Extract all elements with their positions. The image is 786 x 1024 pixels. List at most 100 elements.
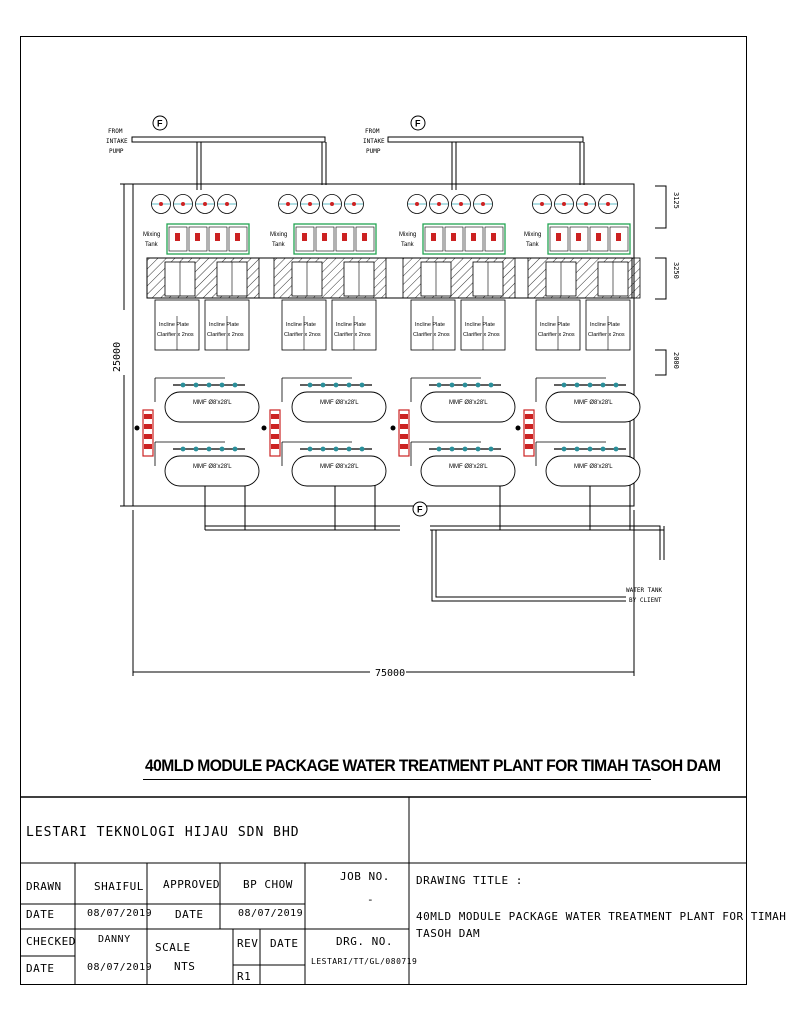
module-3-mmf-inlet-1 — [410, 377, 481, 402]
rev-value: R1 — [237, 970, 252, 983]
intake-label-right-3: PUMP — [366, 148, 381, 155]
flow-meter-symbol-1: F — [157, 119, 163, 129]
module-3-mixing-cell-3 — [464, 226, 484, 252]
dim-row-3-label: 2000 — [672, 352, 680, 369]
module-1-flocculator-motor-1 — [159, 202, 163, 206]
module-2-clarifier-label-2-2: Clarifier x 2nos — [334, 332, 371, 338]
module-1-mmf-vessel-1 — [164, 391, 260, 423]
module-1-mixing-tank-label-1: Mixing — [143, 232, 160, 238]
module-3-mmf-valve-2-5 — [488, 446, 494, 452]
module-2-mmf-valve-1-4 — [346, 382, 352, 388]
module-1-clarifier-label-2-1: Clarifier x 2nos — [157, 332, 194, 338]
module-2-mmf-vessel-2 — [291, 455, 387, 487]
module-4-flocculator-motor-4 — [606, 202, 610, 206]
module-2-mmf-valve-2-3 — [333, 446, 339, 452]
module-1-mmf-valve-2-3 — [206, 446, 212, 452]
dim-row-2-label: 3250 — [672, 262, 680, 279]
module-4-mixing-cell-4 — [609, 226, 629, 252]
flow-meter-3 — [412, 501, 428, 517]
module-2-mixing-cell-4 — [355, 226, 375, 252]
module-3-mmf-valve-1-2 — [449, 382, 455, 388]
module-4-mixing-tank-label-1: Mixing — [524, 232, 541, 238]
plant-boundary — [132, 183, 635, 507]
module-2-mixing-tank-label-2: Tank — [272, 242, 286, 248]
module-3-backwash-valve-3 — [400, 434, 408, 439]
intake-label-right-2: INTAKE — [363, 138, 385, 145]
module-2-mmf-valve-1-5 — [359, 382, 365, 388]
module-3-flocculator-motor-2 — [437, 202, 441, 206]
module-1-dosing-point-1 — [175, 233, 180, 241]
module-3-dosing-point-1 — [431, 233, 436, 241]
module-1-dosing-point-3 — [215, 233, 220, 241]
dim-row-1-label: 3125 — [672, 192, 680, 209]
module-3-backwash-skid — [398, 409, 410, 457]
module-4-mixing-cell-1 — [549, 226, 569, 252]
module-1-clarifier-label-1-1: Incline Plate — [159, 322, 189, 328]
module-2-dosing-point-4 — [362, 233, 367, 241]
module-1-mmf-valve-1-1 — [180, 382, 186, 388]
main-title-underline — [143, 779, 651, 780]
drawn-date-value: 08/07/2019 — [87, 908, 153, 919]
module-4-mmf-valve-2-1 — [561, 446, 567, 452]
flow-meter-symbol-2: F — [415, 119, 421, 129]
module-3-clarifier-label-2-1: Clarifier x 2nos — [413, 332, 450, 338]
module-4-mmf-valve-1-4 — [600, 382, 606, 388]
module-3-flocculator-motor-3 — [459, 202, 463, 206]
module-1-mixing-tank — [166, 223, 250, 255]
module-2-mmf-label-1: MMF Ø8'x28'L — [320, 400, 359, 406]
module-1-mmf-valve-1-5 — [232, 382, 238, 388]
module-1-mixing-cell-4 — [228, 226, 248, 252]
module-4-clarifier-label-2-2: Clarifier x 2nos — [588, 332, 625, 338]
drg-no-label: DRG. NO. — [336, 935, 393, 948]
company-name: LESTARI TEKNOLOGI HIJAU SDN BHD — [26, 825, 300, 840]
module-1-mixing-cell-3 — [208, 226, 228, 252]
module-2-mixing-cell-1 — [295, 226, 315, 252]
module-4-mmf-inlet-2 — [535, 441, 606, 466]
module-1-clarifier-label-1-2: Incline Plate — [209, 322, 239, 328]
treated-water-pipe — [205, 525, 665, 560]
module-2-mmf-vessel-1 — [291, 391, 387, 423]
module-2-backwash-valve-4 — [271, 444, 279, 449]
rev-date-label: DATE — [270, 937, 299, 950]
module-4-mixing-tank — [547, 223, 631, 255]
module-4-backwash-valve-1 — [525, 414, 533, 419]
intake-branch-right — [451, 142, 457, 190]
module-1-clarifier-label-2-2: Clarifier x 2nos — [207, 332, 244, 338]
approved-date-label: DATE — [175, 908, 204, 921]
module-2-flocculator-motor-3 — [330, 202, 334, 206]
module-4-flocculator-motor-2 — [562, 202, 566, 206]
module-1-mixing-cell-2 — [188, 226, 208, 252]
module-3-mixing-cell-1 — [424, 226, 444, 252]
module-4-backwash-valve-3 — [525, 434, 533, 439]
drawing-main-title: 40MLD MODULE PACKAGE WATER TREATMENT PLA… — [145, 756, 721, 775]
module-3-backwash-valve-1 — [400, 414, 408, 419]
module-1-mmf-label-2: MMF Ø8'x28'L — [193, 464, 232, 470]
drawing-title-value-line-1: 40MLD MODULE PACKAGE WATER TREATMENT PLA… — [416, 910, 786, 923]
module-3-mmf-valve-1-4 — [475, 382, 481, 388]
module-4-mmf-valve-1-1 — [561, 382, 567, 388]
intake-branch-left — [196, 142, 202, 190]
dim-line-width — [132, 510, 635, 676]
module-3-mmf-valve-2-1 — [436, 446, 442, 452]
drg-no-value: LESTARI/TT/GL/080719 — [311, 957, 418, 966]
module-4-mixing-cell-2 — [569, 226, 589, 252]
module-1-mixing-cell-1 — [168, 226, 188, 252]
scale-label: SCALE — [155, 941, 191, 954]
water-tank-label-1: WATER TANK — [626, 587, 663, 594]
module-1-backwash-valve-4 — [144, 444, 152, 449]
module-3-mixing-tank-label-2: Tank — [401, 242, 415, 248]
module-4-backwash-pump — [515, 425, 521, 431]
module-1-mmf-label-1: MMF Ø8'x28'L — [193, 400, 232, 406]
module-4-backwash-skid — [523, 409, 535, 457]
module-1-mmf-valve-1-4 — [219, 382, 225, 388]
drawing-title-label: DRAWING TITLE : — [416, 874, 523, 887]
module-3-mixing-cell-2 — [444, 226, 464, 252]
module-2-mmf-valve-2-5 — [359, 446, 365, 452]
pipe-to-client-tank — [431, 530, 626, 602]
module-2-backwash-pump — [261, 425, 267, 431]
module-1-backwash-skid — [142, 409, 154, 457]
module-4-clarifier-label-1-2: Incline Plate — [590, 322, 620, 328]
module-4-mmf-valve-2-4 — [600, 446, 606, 452]
module-4-clarifier-label-2-1: Clarifier x 2nos — [538, 332, 575, 338]
module-3-mmf-label-1: MMF Ø8'x28'L — [449, 400, 488, 406]
